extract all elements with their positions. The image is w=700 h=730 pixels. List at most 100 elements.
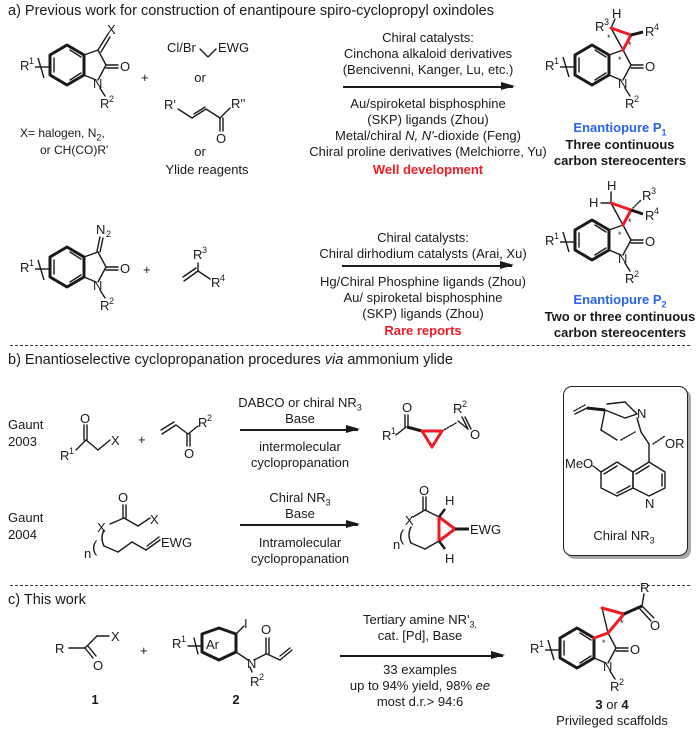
svg-text:2: 2 bbox=[106, 229, 111, 239]
svg-text:O: O bbox=[120, 59, 130, 74]
x-label: X bbox=[107, 22, 116, 37]
diazo-n-label: N bbox=[96, 222, 105, 237]
reaction-arrow-a1 bbox=[343, 83, 515, 89]
conditions-a2-line3: Hg/Chiral Phosphine ligands (Zhou) bbox=[320, 274, 526, 289]
svg-text:O: O bbox=[470, 427, 480, 442]
gaunt-2004-product: O X H H EWG n ( bbox=[393, 483, 501, 566]
svg-text:H: H bbox=[445, 493, 454, 508]
status-rare-reports: Rare reports bbox=[384, 323, 462, 338]
svg-text:X: X bbox=[405, 513, 414, 528]
conditions-b2-line1: Chiral NR3 bbox=[269, 490, 331, 508]
svg-text:O: O bbox=[80, 411, 90, 426]
conditions-a1-proline: Chiral proline derivatives (Melchiorre, … bbox=[309, 144, 547, 159]
svg-text:R: R bbox=[625, 271, 634, 286]
svg-text:R: R bbox=[198, 415, 207, 430]
conditions-a2-line1: Chiral catalysts: bbox=[377, 230, 469, 245]
svg-text:(: ( bbox=[399, 528, 405, 545]
svg-text:2: 2 bbox=[259, 672, 264, 682]
svg-text:R: R bbox=[642, 188, 651, 203]
conditions-a1-line3: (Bencivenni, Kanger, Lu, etc.) bbox=[342, 62, 514, 77]
svg-text:*: * bbox=[602, 638, 606, 648]
svg-text:O: O bbox=[261, 622, 271, 637]
conditions-a1-line4: Au/spiroketal bisphosphine bbox=[350, 96, 506, 111]
svg-text:1: 1 bbox=[181, 634, 186, 644]
compound-1-number: 1 bbox=[91, 692, 99, 707]
conditions-a1-feng: Metal/chiral N, N'-dioxide (Feng) bbox=[335, 128, 521, 143]
conditions-b1-line1: DABCO or chiral NR3 bbox=[238, 395, 362, 413]
svg-text:1: 1 bbox=[554, 56, 559, 66]
section-divider-1 bbox=[10, 345, 690, 346]
svg-text:O: O bbox=[120, 261, 130, 276]
svg-text:O: O bbox=[650, 618, 660, 633]
conditions-b2-line3: Intramolecular bbox=[258, 535, 342, 550]
svg-text:R: R bbox=[610, 679, 619, 694]
svg-text:R'': R'' bbox=[231, 96, 245, 111]
svg-text:R: R bbox=[55, 641, 64, 656]
svg-text:X: X bbox=[150, 512, 159, 527]
gaunt-2004-reactant: O X X n ( EWG bbox=[84, 490, 192, 561]
svg-text:R: R bbox=[545, 58, 554, 73]
svg-text:3: 3 bbox=[202, 245, 207, 255]
reagent-halide-right: EWG bbox=[218, 40, 250, 55]
reagent-halide-left: Cl/Br bbox=[167, 40, 196, 55]
conditions-a1-line2: Cinchona alkaloid derivatives bbox=[343, 46, 513, 61]
svg-text:*: * bbox=[620, 618, 624, 628]
svg-text:+: + bbox=[138, 432, 146, 447]
svg-text:Ar: Ar bbox=[206, 637, 220, 652]
svg-text:n: n bbox=[84, 546, 91, 561]
x-definition-line1: X= halogen, N2, bbox=[20, 126, 105, 143]
svg-text:I: I bbox=[244, 616, 248, 631]
enone-structure: R' R'' O bbox=[164, 96, 245, 146]
svg-text:R: R bbox=[60, 448, 69, 463]
svg-text:3: 3 bbox=[651, 186, 656, 196]
svg-text:O: O bbox=[93, 658, 103, 673]
svg-text:R: R bbox=[20, 58, 29, 73]
conditions-c-line3: 33 examples bbox=[383, 662, 457, 677]
svg-text:*: * bbox=[628, 217, 632, 227]
chiral-nr3-label: Chiral NR3 bbox=[593, 528, 655, 546]
svg-text:N: N bbox=[637, 406, 646, 421]
svg-text:3: 3 bbox=[604, 17, 609, 27]
svg-text:2: 2 bbox=[619, 677, 624, 687]
svg-text:EWG: EWG bbox=[470, 522, 501, 537]
svg-text:N: N bbox=[93, 278, 102, 293]
svg-text:O: O bbox=[216, 131, 226, 146]
svg-text:R: R bbox=[100, 298, 109, 313]
svg-text:R: R bbox=[100, 96, 109, 111]
gaunt-2004-year: 2004 bbox=[8, 527, 37, 542]
conditions-b2-line4: cyclopropanation bbox=[250, 551, 350, 566]
svg-text:N: N bbox=[618, 251, 627, 266]
svg-text:N: N bbox=[645, 496, 654, 511]
section-divider-2 bbox=[10, 585, 690, 586]
svg-text:1: 1 bbox=[29, 258, 34, 268]
svg-text:1: 1 bbox=[29, 56, 34, 66]
svg-text:N: N bbox=[603, 659, 612, 674]
conditions-a2-line2: Chiral dirhodium catalysts (Arai, Xu) bbox=[319, 246, 527, 261]
product-p2-desc-line1: Two or three continuous bbox=[544, 309, 696, 324]
svg-text:4: 4 bbox=[654, 206, 659, 216]
svg-text:O: O bbox=[630, 642, 640, 657]
svg-text:H: H bbox=[612, 6, 621, 21]
svg-text:X: X bbox=[111, 629, 120, 644]
product-p1-desc-line1: Three continuous bbox=[565, 137, 675, 152]
chiral-catalyst-box bbox=[563, 386, 688, 556]
svg-text:X: X bbox=[111, 433, 120, 448]
product-p2-name: Enantiopure P2 bbox=[573, 292, 667, 310]
conditions-a2-line4: Au/ spiroketal bisphosphine bbox=[343, 290, 503, 305]
conditions-c-dr: most d.r.> 94:6 bbox=[376, 694, 464, 709]
reactant-1-structure: R X O bbox=[55, 629, 120, 673]
svg-text:O: O bbox=[402, 400, 412, 415]
plus-sign-c: + bbox=[140, 643, 148, 658]
conditions-a1-line5: (SKP) ligands (Zhou) bbox=[367, 112, 489, 127]
plus-sign-2: + bbox=[143, 262, 151, 277]
gaunt-2004-author: Gaunt bbox=[8, 510, 44, 525]
svg-text:N: N bbox=[247, 656, 256, 671]
svg-text:n: n bbox=[393, 537, 400, 552]
